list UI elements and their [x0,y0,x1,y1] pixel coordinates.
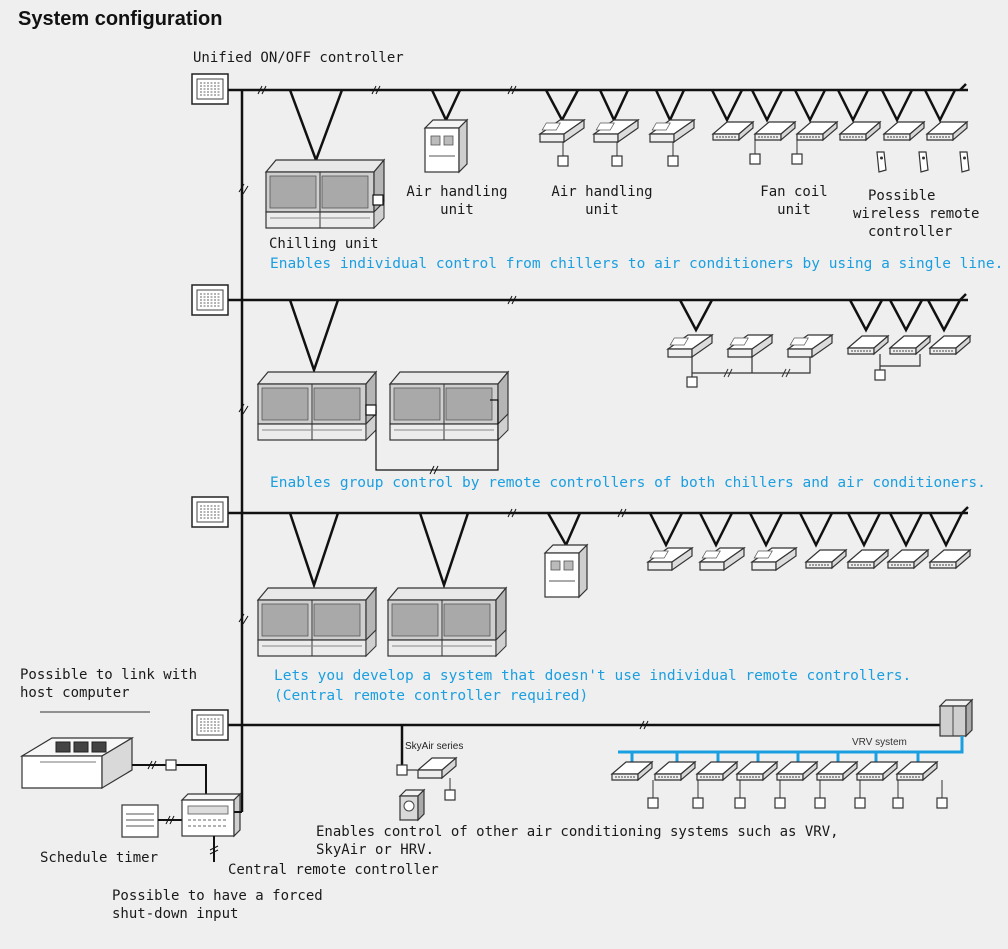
page-title: System configuration [18,8,223,30]
air-handling-unit-icon [424,119,468,173]
fan-coil-unit-icon [816,761,858,781]
chilling-unit-label: Chilling unit [269,236,379,252]
controller-icon [191,73,229,105]
remote-icon [647,797,659,809]
fan-coil-unit-icon [696,761,738,781]
wireless-label-line1: Possible [868,188,936,204]
fan-coil-unit-icon [611,761,653,781]
fan-coil-unit-icon [847,549,889,569]
schedule-timer-label: Schedule timer [40,850,159,866]
remote-icon [667,155,679,167]
skyair-unit-icon [396,756,458,822]
chiller-icon [387,587,507,657]
fan-coil-unit-icon [654,761,696,781]
host-label-line2: host computer [20,685,130,701]
trunk-line [228,88,244,812]
central-controller-icon [180,792,242,838]
fan-coil-unit-icon [754,121,796,141]
fan-coil-unit-icon [896,761,938,781]
remote-icon [874,369,886,381]
other-systems-label-line1: Enables control of other air conditionin… [316,824,839,840]
chiller-icon [389,371,509,441]
forced-shutdown-label-line2: shut-down input [112,906,239,922]
controller-icon [191,496,229,528]
fan-coil-unit-icon [736,761,778,781]
remote-icon [892,797,904,809]
remote-icon [791,153,803,165]
fan-coil-unit-icon [926,121,968,141]
fan-coil-unit-icon [847,335,889,355]
ahu1-label-line2: unit [440,202,474,218]
skyair-label: SkyAir series [405,741,464,752]
remote-icon [692,797,704,809]
remote-icon [854,797,866,809]
unified-controller-label: Unified ON/OFF controller [193,50,404,66]
remote-icon [814,797,826,809]
cassette-unit-icon [751,547,797,571]
row3-caption-line2: (Central remote controller required) [274,688,589,704]
cassette-unit-icon [593,119,639,143]
cassette-unit-icon [727,334,773,358]
row3-bus [242,506,969,589]
remote-icon [686,376,698,388]
schedule-timer-icon [121,804,182,838]
central-controller-label: Central remote controller [228,862,439,878]
cassette-unit-icon [539,119,585,143]
fancoil-label-line2: unit [777,202,811,218]
ahu1-label-line1: Air handling [406,184,508,200]
remote-icon [936,797,948,809]
remote-icon [734,797,746,809]
vrv-label: VRV system [852,737,907,748]
chiller-icon [257,587,377,657]
fan-coil-unit-icon [776,761,818,781]
fan-coil-unit-icon [929,549,971,569]
wireless-remote-icon [918,151,929,173]
remote-icon [749,153,761,165]
cassette-unit-icon [647,547,693,571]
fan-coil-unit-icon [712,121,754,141]
forced-shutdown-label-line1: Possible to have a forced [112,888,323,904]
fan-coil-unit-icon [929,335,971,355]
fan-coil-unit-icon [796,121,838,141]
cassette-unit-icon [649,119,695,143]
fan-coil-unit-icon [839,121,881,141]
chiller-icon [257,371,377,441]
wireless-label-line3: controller [868,224,953,240]
fan-coil-unit-icon [883,121,925,141]
remote-icon [774,797,786,809]
fan-coil-unit-icon [856,761,898,781]
host-computer-icon [19,711,150,790]
remote-icon [611,155,623,167]
fan-coil-unit-icon [889,335,931,355]
row1-caption: Enables individual control from chillers… [270,256,1004,272]
vrv-outdoor-unit-icon [938,698,974,738]
cassette-unit-icon [699,547,745,571]
host-label-line1: Possible to link with [20,667,198,683]
air-handling-unit-icon [544,544,588,598]
fan-coil-unit-icon [887,549,929,569]
fan-coil-unit-icon [805,549,847,569]
controller-icon [191,284,229,316]
cassette-unit-icon [787,334,833,358]
ahu2-label-line1: Air handling [551,184,653,200]
chiller-icon [265,159,385,229]
row3-caption-line1: Lets you develop a system that doesn't u… [274,668,912,684]
other-systems-label-line2: SkyAir or HRV. [316,842,435,858]
row2-caption: Enables group control by remote controll… [270,475,986,491]
row4-bus [242,723,948,765]
wireless-label-line2: wireless remote [853,206,980,222]
wireless-remote-icon [876,151,887,173]
remote-icon [557,155,569,167]
ahu2-label-line2: unit [585,202,619,218]
cassette-unit-icon [667,334,713,358]
fancoil-label-line1: Fan coil [760,184,828,200]
row2-bus [242,293,968,374]
wireless-remote-icon [959,151,970,173]
controller-icon [191,709,229,741]
vrv-refrigerant-line [618,736,964,762]
